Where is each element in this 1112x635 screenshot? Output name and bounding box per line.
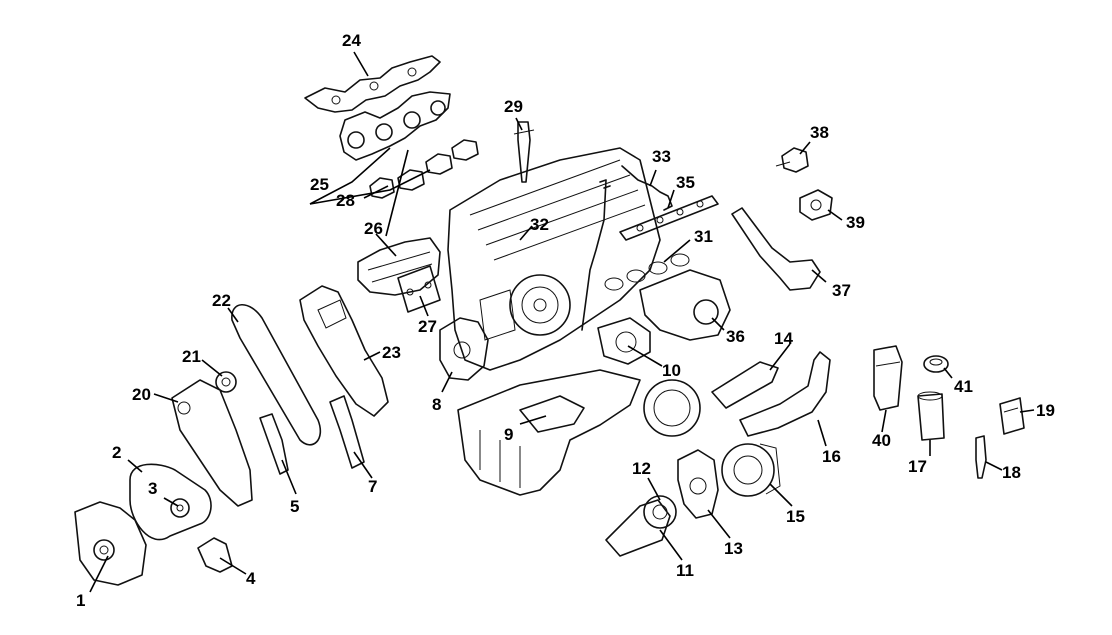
intake-gaskets — [604, 253, 690, 291]
callout-18: 18 — [1002, 463, 1021, 482]
callout-11: 11 — [676, 561, 694, 580]
callout-27: 27 — [418, 317, 437, 336]
engine-mount — [439, 317, 489, 381]
callout-36: 36 — [726, 327, 745, 346]
callout-31: 31 — [694, 227, 713, 246]
callout-7: 7 — [368, 477, 377, 496]
engine-block — [447, 147, 661, 371]
callout-24: 24 — [342, 31, 361, 50]
air-pipe — [731, 207, 821, 291]
fuel-rail — [619, 195, 719, 241]
callout-28: 28 — [336, 191, 355, 210]
callout-20: 20 — [132, 385, 151, 404]
callout-14: 14 — [774, 329, 793, 348]
tensioner-rail — [329, 395, 365, 469]
cam-sprocket — [215, 371, 237, 393]
front-timing-cover — [171, 379, 253, 507]
intake-manifold — [357, 237, 441, 296]
crank-pulley — [643, 495, 677, 529]
callout-35: 35 — [676, 173, 695, 192]
callout-41: 41 — [954, 377, 973, 396]
fuel-line — [621, 165, 673, 211]
callout-29: 29 — [504, 97, 523, 116]
callout-32: 32 — [530, 215, 549, 234]
baffle-plate — [519, 395, 585, 433]
turbocharger — [597, 269, 731, 365]
filter-cap — [923, 355, 949, 373]
manifold-gaskets — [369, 139, 479, 199]
chain-guide — [259, 413, 289, 475]
filter-housing — [873, 345, 903, 411]
drive-belt — [129, 463, 212, 541]
callout-16: 16 — [822, 447, 841, 466]
egr-valve — [775, 147, 809, 173]
callout-38: 38 — [810, 123, 829, 142]
callout-12: 12 — [632, 459, 651, 478]
callout-5: 5 — [290, 497, 299, 516]
oil-pan — [457, 369, 641, 496]
timing-chain — [231, 303, 322, 446]
callout-8: 8 — [432, 395, 441, 414]
callout-40: 40 — [872, 431, 891, 450]
sensor-module — [999, 397, 1025, 435]
callout-4: 4 — [246, 569, 256, 588]
seal-ring — [643, 379, 701, 437]
dipstick-tube — [581, 179, 611, 331]
heat-shield — [304, 55, 441, 113]
callout-15: 15 — [786, 507, 805, 526]
callout-10: 10 — [662, 361, 681, 380]
callout-39: 39 — [846, 213, 865, 232]
v-belt — [605, 499, 671, 557]
callout-19: 19 — [1036, 401, 1055, 420]
fuel-filter — [917, 391, 945, 441]
callout-33: 33 — [652, 147, 671, 166]
callout-17: 17 — [908, 457, 927, 476]
oil-pump — [677, 449, 719, 519]
exhaust-manifold — [339, 91, 451, 161]
callout-9: 9 — [504, 425, 513, 444]
callout-1: 1 — [76, 591, 85, 610]
gasket-plate — [397, 265, 441, 313]
callout-13: 13 — [724, 539, 743, 558]
callout-21: 21 — [182, 347, 201, 366]
callout-37: 37 — [832, 281, 851, 300]
flange — [799, 189, 833, 221]
callout-26: 26 — [364, 219, 383, 238]
callout-3: 3 — [148, 479, 157, 498]
pump-housing — [74, 501, 147, 586]
leader-lines — [89, 51, 1035, 593]
bracket — [197, 537, 233, 573]
coolant-pipe — [711, 351, 831, 437]
rear-timing-cover — [299, 285, 389, 417]
callout-22: 22 — [212, 291, 231, 310]
water-pump — [721, 443, 781, 497]
callout-2: 2 — [112, 443, 121, 462]
callout-25: 25 — [310, 175, 329, 194]
injector — [513, 121, 535, 183]
tensioner-pulley — [170, 498, 190, 518]
callout-23: 23 — [382, 343, 401, 362]
sensor — [975, 435, 987, 479]
